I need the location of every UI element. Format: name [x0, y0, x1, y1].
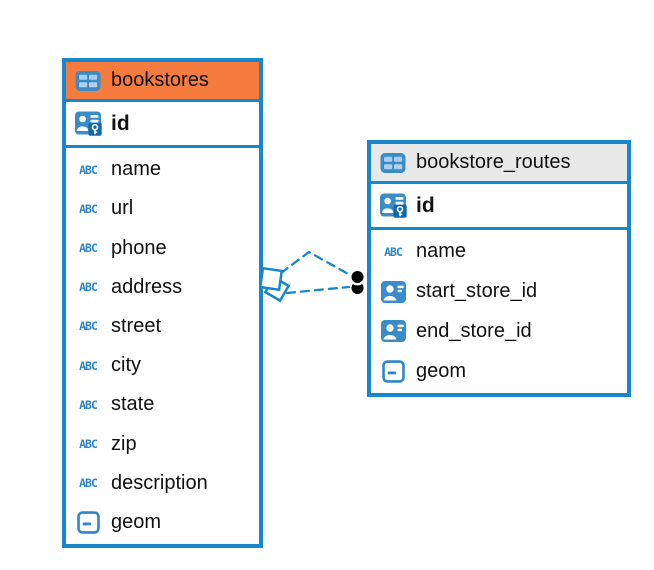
column-label: name	[416, 240, 467, 263]
primary-key-icon	[379, 193, 407, 218]
text-type-icon: ABC	[79, 397, 98, 412]
text-type-icon: ABC	[79, 280, 98, 295]
column-row[interactable]: ABC phone	[66, 228, 259, 267]
column-row[interactable]: ABC name	[66, 150, 259, 189]
bookstores-columns: ABC name ABC url ABC phone ABC address A…	[66, 148, 259, 544]
column-row[interactable]: ABC state	[66, 385, 259, 424]
bookstore-routes-header[interactable]: bookstore_routes	[371, 144, 627, 184]
bookstore-routes-columns: ABC name start_store_id end_store_id ge	[371, 230, 627, 393]
column-label: geom	[416, 359, 467, 382]
primary-key-icon	[74, 111, 102, 136]
column-row[interactable]: ABC description	[66, 464, 259, 503]
column-label: phone	[111, 236, 167, 259]
text-type-icon: ABC	[79, 241, 98, 255]
relationship-dot-marker[interactable]	[349, 268, 366, 294]
column-label: zip	[111, 432, 137, 455]
table-title: bookstores	[111, 69, 209, 91]
column-row[interactable]: ABC url	[66, 189, 259, 228]
column-label: url	[111, 197, 134, 220]
table-icon	[74, 70, 102, 92]
column-label: address	[111, 275, 183, 298]
text-type-icon: ABC	[79, 476, 98, 491]
column-label: start_store_id	[416, 280, 538, 303]
column-row[interactable]: start_store_id	[371, 272, 627, 312]
relationship-diamond-marker[interactable]	[258, 266, 291, 303]
text-type-icon: ABC	[384, 244, 403, 259]
column-label: geom	[111, 510, 162, 533]
geometry-type-icon	[74, 511, 102, 534]
primary-key-row[interactable]: id	[66, 102, 259, 148]
column-row[interactable]: ABC street	[66, 307, 259, 346]
column-label: description	[111, 471, 208, 494]
geometry-type-icon	[379, 360, 407, 383]
column-row[interactable]: ABC address	[66, 268, 259, 307]
text-type-icon: ABC	[79, 201, 98, 216]
column-row[interactable]: ABC city	[66, 346, 259, 385]
column-row[interactable]: geom	[66, 503, 259, 542]
column-label: city	[111, 354, 141, 377]
table-bookstores[interactable]: bookstores id ABC name ABC url ABC phone…	[62, 58, 263, 548]
text-type-icon: ABC	[79, 437, 98, 452]
relationship-line-lower[interactable]	[285, 285, 351, 295]
column-row[interactable]: geom	[371, 351, 627, 391]
reference-type-icon	[379, 320, 407, 342]
bookstores-header[interactable]: bookstores	[66, 62, 259, 102]
text-type-icon: ABC	[79, 319, 98, 334]
column-label: name	[111, 158, 162, 181]
relationship-line-upper[interactable]	[279, 250, 352, 277]
primary-key-label: id	[416, 193, 435, 217]
text-type-icon: ABC	[79, 162, 98, 177]
table-title: bookstore_routes	[416, 151, 571, 173]
table-bookstore-routes[interactable]: bookstore_routes id ABC name start_store…	[367, 140, 631, 397]
column-row[interactable]: ABC zip	[66, 424, 259, 463]
table-icon	[379, 152, 407, 174]
column-row[interactable]: ABC name	[371, 232, 627, 272]
column-label: state	[111, 393, 155, 416]
primary-key-label: id	[111, 111, 130, 135]
reference-type-icon	[379, 281, 407, 303]
text-type-icon: ABC	[79, 358, 98, 373]
column-label: street	[111, 314, 162, 337]
column-label: end_store_id	[416, 319, 532, 342]
primary-key-row[interactable]: id	[371, 184, 627, 230]
column-row[interactable]: end_store_id	[371, 312, 627, 352]
